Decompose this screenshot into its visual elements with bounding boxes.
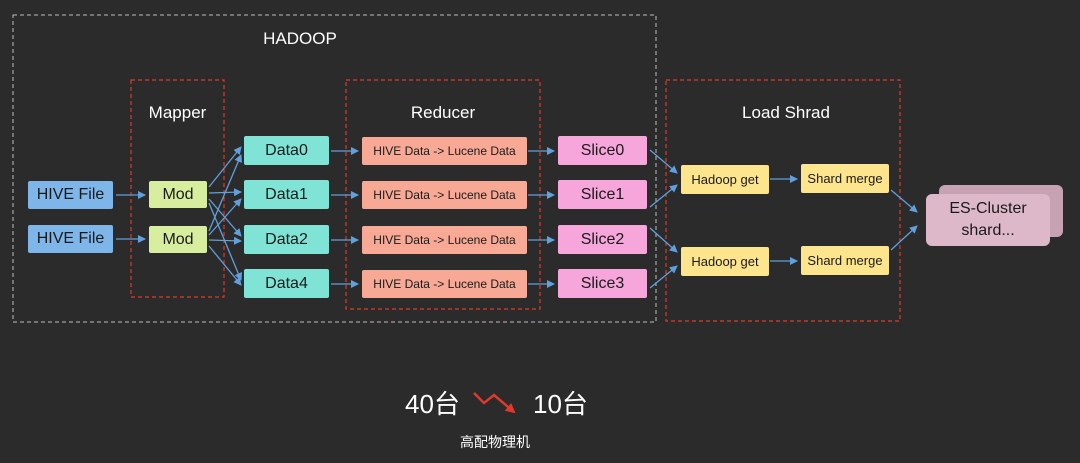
hadoop-get-node: Hadoop get: [681, 165, 769, 194]
arrow-merge1-es: [890, 189, 918, 213]
arrow-slice2-get2: [649, 227, 678, 253]
es-cluster-title: ES-Cluster: [949, 200, 1027, 217]
arrow-mod2-data1: [208, 198, 242, 236]
arrow-mod1-data0: [208, 146, 242, 188]
arrow-slice3-get2: [649, 265, 678, 289]
arrow-mod2-data4: [208, 245, 242, 286]
load-shard-label: Load Shrad: [742, 103, 830, 122]
slice-node: Slice1: [558, 180, 647, 209]
shard-merge-node: Shard merge: [801, 164, 889, 193]
reducer-label: Reducer: [410, 103, 476, 122]
data-node: Data2: [244, 225, 329, 254]
reducer-node: HIVE Data -> Lucene Data: [362, 226, 527, 254]
arrow-slice1-get1: [649, 184, 678, 208]
slice-node: Slice0: [558, 136, 647, 165]
data-node: Data4: [244, 269, 329, 298]
hadoop-get-node: Hadoop get: [681, 247, 769, 276]
mapper-boundary: [130, 79, 225, 298]
load-shard-boundary: [665, 79, 901, 322]
es-cluster-subtitle: shard...: [961, 222, 1015, 239]
mod-node: Mod: [149, 181, 207, 208]
machines-after: 10台: [533, 389, 588, 419]
reducer-node: HIVE Data -> Lucene Data: [362, 270, 527, 298]
arrow-slice0-get1: [649, 149, 678, 174]
arrow-mod1-data4: [208, 202, 243, 281]
mod-node: Mod: [149, 226, 207, 253]
machine-caption: 高配物理机: [460, 434, 530, 450]
arrow-mod2-data2: [208, 236, 242, 245]
slice-node: Slice3: [558, 269, 647, 298]
slice-node: Slice2: [558, 225, 647, 254]
hadoop-boundary: [12, 14, 657, 323]
mapper-label: Mapper: [148, 103, 207, 122]
machines-before: 40台: [405, 389, 460, 419]
downtrend-arrow-icon: [473, 392, 516, 414]
hive-file-node: HIVE File: [28, 225, 113, 253]
reducer-node: HIVE Data -> Lucene Data: [362, 137, 527, 165]
hadoop-label: HADOOP: [263, 29, 337, 48]
arrow-mod2-data0: [208, 154, 242, 232]
data-node: Data0: [244, 136, 329, 165]
reducer-node: HIVE Data -> Lucene Data: [362, 181, 527, 209]
shard-merge-node: Shard merge: [801, 246, 889, 275]
es-cluster-node: ES-Cluster shard...: [926, 194, 1050, 246]
hive-file-node: HIVE File: [28, 181, 113, 209]
arrow-merge2-es: [890, 225, 918, 251]
data-node: Data1: [244, 180, 329, 209]
